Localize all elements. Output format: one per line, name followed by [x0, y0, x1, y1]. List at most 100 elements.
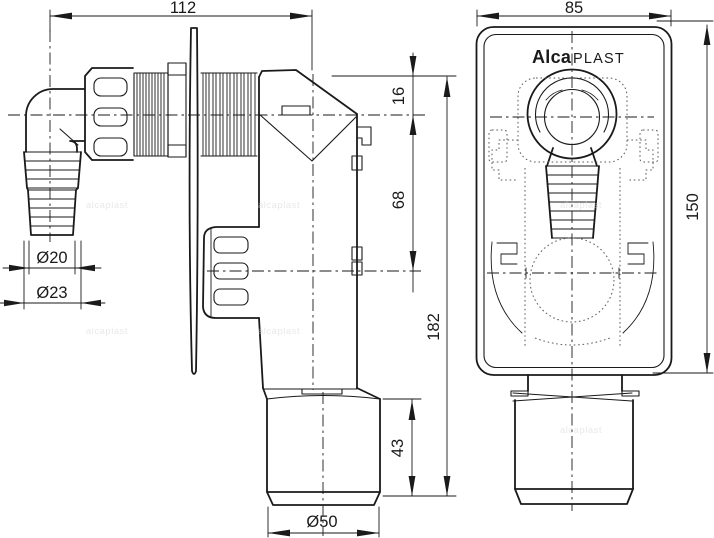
arrowhead — [409, 115, 417, 135]
dim-overall-width: 112 — [49, 0, 313, 71]
elbow-corner-detail — [59, 128, 79, 146]
arrowhead — [50, 12, 72, 20]
outlet-stub — [262, 387, 381, 506]
extension-line — [476, 9, 672, 27]
nut-outline — [84, 67, 134, 161]
front-view-centerlines — [487, 31, 658, 511]
body-bracket-left — [496, 242, 518, 265]
watermark-text: alcaplast — [258, 200, 300, 211]
clip-detail — [351, 261, 363, 276]
arrowhead — [81, 299, 101, 307]
dim-182-label: 182 — [425, 313, 443, 341]
side-view — [8, 27, 425, 536]
dim-plate-width: 85 — [476, 0, 672, 27]
outlet-top-arc — [266, 394, 381, 400]
cleaning-cap — [202, 226, 260, 319]
hidden-tab-left — [488, 129, 508, 163]
wall-plate — [188, 27, 199, 375]
nut-slot — [93, 77, 128, 97]
mount-hook — [356, 126, 372, 146]
arrowhead — [649, 12, 671, 20]
body-wing-arc-left — [490, 241, 523, 334]
dim-axis-offsets: 16 68 — [331, 52, 457, 293]
dim-43-label: 43 — [389, 439, 407, 457]
body-bracket-right — [627, 242, 649, 265]
dim-overall-height: 182 — [425, 76, 451, 497]
logo-plast: PLAST — [573, 51, 625, 67]
hidden-wing-left — [491, 139, 518, 181]
body-chamfer-lower — [258, 113, 358, 162]
cap-slot — [213, 236, 249, 254]
outlet-stub-front — [510, 374, 640, 505]
arrowhead — [409, 56, 417, 76]
outlet-walls — [266, 398, 381, 493]
arrowhead — [409, 251, 417, 271]
dim-d20-label: Ø20 — [36, 249, 67, 267]
arrowhead — [268, 529, 290, 537]
body-left-edge — [258, 76, 264, 389]
extension-line — [49, 9, 313, 71]
tail-flare-front — [546, 147, 598, 167]
cover-plate-outer — [475, 26, 673, 376]
outlet-notch — [301, 388, 343, 395]
arrowhead — [703, 353, 711, 373]
hidden-wing-right — [627, 139, 654, 181]
side-view-centerlines — [8, 30, 425, 536]
dim-85-label: 85 — [565, 0, 583, 17]
dim-outlet-height: 43 — [382, 398, 457, 497]
watermark-text: alcaplast — [258, 326, 300, 337]
logo-alca: Alca — [532, 47, 572, 67]
ring-inner-arcs — [545, 89, 599, 101]
arrowhead — [357, 529, 379, 537]
nut-slot — [93, 107, 128, 127]
thread-crests — [202, 72, 256, 157]
extension-line — [267, 506, 380, 538]
watermark-text: alcaplast — [560, 200, 602, 211]
arrowhead — [9, 264, 29, 272]
outlet-bottom — [266, 491, 381, 506]
dim-d23-label: Ø23 — [36, 284, 67, 302]
arrowhead — [443, 77, 451, 97]
locknut-tab-top — [167, 62, 187, 76]
extension-line — [28, 240, 76, 275]
arrowhead — [290, 12, 312, 20]
hose-tail-front — [545, 147, 600, 239]
trap-body — [258, 69, 372, 390]
outlet-cone-lines — [512, 392, 633, 402]
threaded-pipe-right — [200, 72, 258, 157]
tail-sides-front — [545, 165, 600, 239]
hidden-trap-bowl — [529, 237, 615, 323]
dim-hose-od-large: Ø23 — [0, 240, 106, 310]
inlet-elbow — [25, 88, 85, 153]
thread-crests — [136, 72, 165, 157]
extension-line — [652, 20, 714, 374]
arrowhead — [408, 476, 416, 496]
watermarks: alcaplast alcaplast alcaplast alcaplast … — [86, 200, 602, 436]
dim-112-label: 112 — [170, 0, 196, 17]
arrowhead — [408, 400, 416, 420]
cap-slot — [213, 288, 249, 306]
hose-tail — [23, 151, 82, 236]
watermark-text: alcaplast — [560, 425, 602, 436]
clip-detail — [351, 246, 363, 261]
body-wing-arc-right — [622, 241, 655, 334]
arrowhead — [443, 476, 451, 496]
hose-tail-sides — [23, 151, 82, 236]
dim-150-label: 150 — [684, 193, 702, 221]
dim-hose-od-small: Ø20 — [2, 240, 102, 275]
clip-detail — [351, 155, 363, 171]
outlet-bottom-front — [514, 488, 634, 505]
thread-boundary — [133, 72, 169, 157]
outlet-walls-front — [514, 399, 634, 490]
extension-line — [382, 398, 457, 497]
hidden-tab-right — [639, 129, 659, 163]
logo: Alca PLAST — [532, 47, 625, 67]
outlet-neck-front — [527, 374, 623, 392]
dim-68-label: 68 — [390, 191, 408, 209]
dim-plate-height: 150 — [652, 20, 714, 374]
arrowhead — [4, 299, 24, 307]
hidden-inlet-chamber — [517, 77, 628, 163]
cover-plate — [475, 26, 673, 376]
